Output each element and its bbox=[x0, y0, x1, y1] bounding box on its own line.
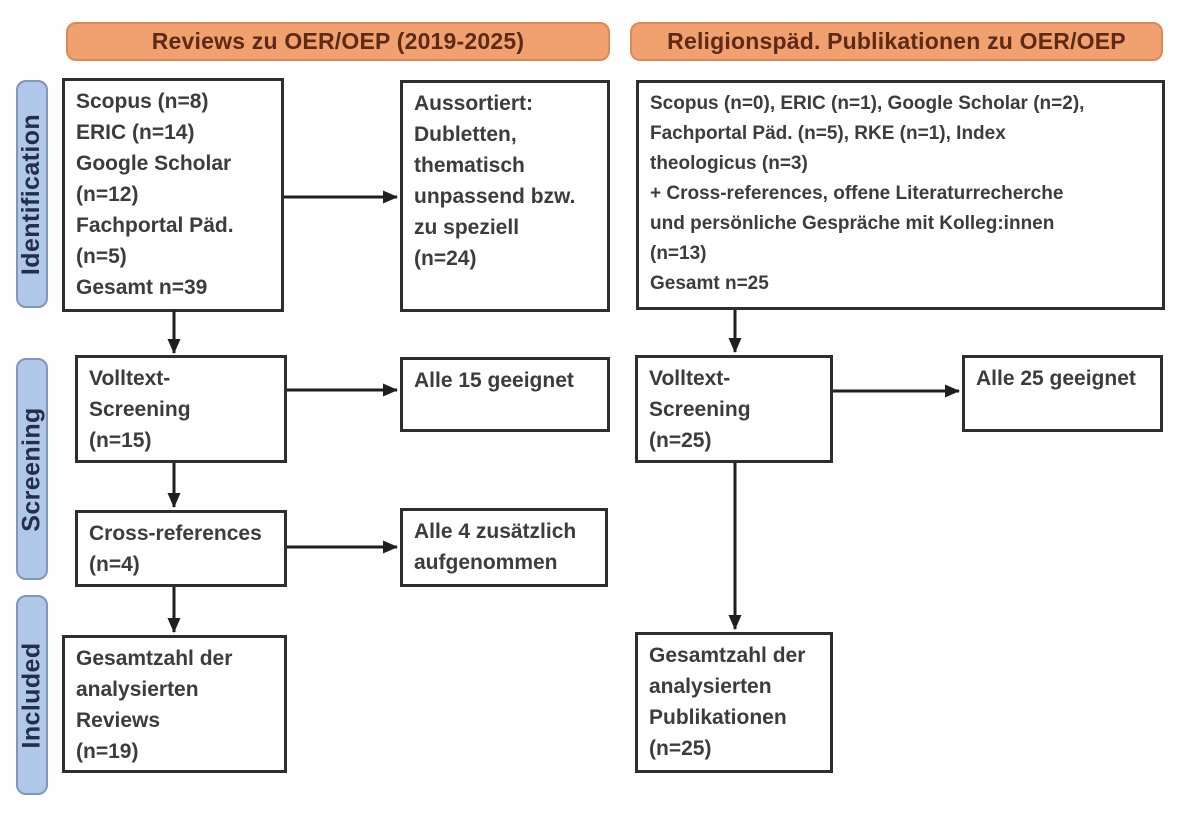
box-reviews-identification-text: Scopus (n=8) ERIC (n=14) Google Scholar … bbox=[76, 90, 234, 299]
box-gesamtzahl-publikationen: Gesamtzahl der analysierten Publikatione… bbox=[635, 632, 833, 773]
header-reviews-label: Reviews zu OER/OEP (2019-2025) bbox=[151, 28, 525, 54]
header-reviews: Reviews zu OER/OEP (2019-2025) bbox=[66, 22, 610, 61]
header-religionspaed-label: Religionspäd. Publikationen zu OER/OEP bbox=[667, 28, 1126, 54]
box-gesamtzahl-publikationen-text: Gesamtzahl der analysierten Publikatione… bbox=[649, 644, 806, 760]
sidebar-stage-included: Included bbox=[16, 595, 48, 795]
box-religionspaed-identification: Scopus (n=0), ERIC (n=1), Google Scholar… bbox=[636, 80, 1165, 310]
box-gesamtzahl-reviews-text: Gesamtzahl der analysierten Reviews (n=1… bbox=[76, 647, 233, 763]
header-religionspaed: Religionspäd. Publikationen zu OER/OEP bbox=[630, 22, 1163, 61]
sidebar-stage-identification-label: Identification bbox=[17, 113, 46, 275]
box-gesamtzahl-reviews: Gesamtzahl der analysierten Reviews (n=1… bbox=[62, 635, 287, 773]
box-religionspaed-identification-text: Scopus (n=0), ERIC (n=1), Google Scholar… bbox=[650, 93, 1085, 294]
box-alle-25-geeignet-text: Alle 25 geeignet bbox=[976, 367, 1136, 390]
box-reviews-excluded: Aussortiert: Dubletten, thematisch unpas… bbox=[400, 80, 610, 312]
sidebar-stage-screening-label: Screening bbox=[17, 406, 46, 532]
box-reviews-volltext-screening: Volltext- Screening (n=15) bbox=[75, 355, 287, 463]
sidebar-stage-included-label: Included bbox=[17, 642, 46, 748]
box-religionspaed-volltext-screening-text: Volltext- Screening (n=25) bbox=[649, 367, 751, 452]
box-religionspaed-volltext-screening: Volltext- Screening (n=25) bbox=[635, 355, 833, 463]
box-reviews-identification: Scopus (n=8) ERIC (n=14) Google Scholar … bbox=[62, 78, 284, 312]
box-alle-4-aufgenommen-text: Alle 4 zusätzlich aufgenommen bbox=[414, 520, 577, 574]
box-reviews-volltext-screening-text: Volltext- Screening (n=15) bbox=[89, 367, 191, 452]
box-reviews-excluded-text: Aussortiert: Dubletten, thematisch unpas… bbox=[414, 92, 576, 270]
box-alle-4-aufgenommen: Alle 4 zusätzlich aufgenommen bbox=[400, 508, 608, 587]
box-cross-references: Cross-references (n=4) bbox=[75, 510, 287, 587]
sidebar-stage-screening: Screening bbox=[16, 358, 48, 580]
box-cross-references-text: Cross-references (n=4) bbox=[89, 522, 262, 576]
box-alle-15-geeignet-text: Alle 15 geeignet bbox=[414, 369, 574, 392]
sidebar-stage-identification: Identification bbox=[16, 80, 48, 308]
box-alle-25-geeignet: Alle 25 geeignet bbox=[962, 355, 1163, 432]
box-alle-15-geeignet: Alle 15 geeignet bbox=[400, 357, 610, 432]
